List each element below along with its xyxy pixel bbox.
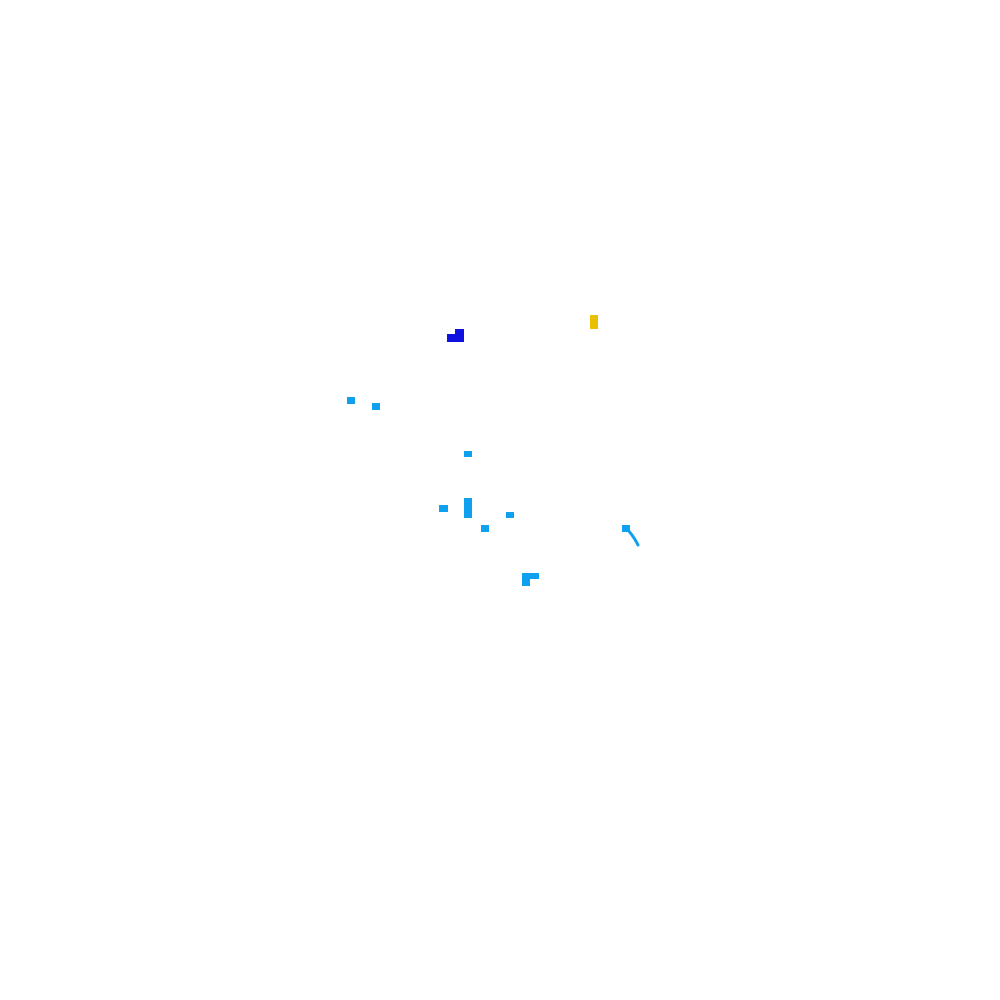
light-blue-fragment (522, 573, 539, 579)
dark-blue-fragment (447, 334, 464, 342)
light-blue-fragment (481, 525, 489, 532)
light-blue-curve-fragment (624, 526, 640, 547)
light-blue-fragment (347, 397, 355, 404)
light-blue-fragment (439, 505, 448, 512)
light-blue-fragment (522, 578, 530, 586)
light-blue-fragment (464, 498, 472, 518)
light-blue-fragment (506, 512, 514, 518)
light-blue-fragment (464, 451, 472, 457)
dark-blue-fragment (455, 329, 464, 335)
light-blue-fragment (372, 403, 380, 410)
yellow-fragment (590, 315, 598, 329)
